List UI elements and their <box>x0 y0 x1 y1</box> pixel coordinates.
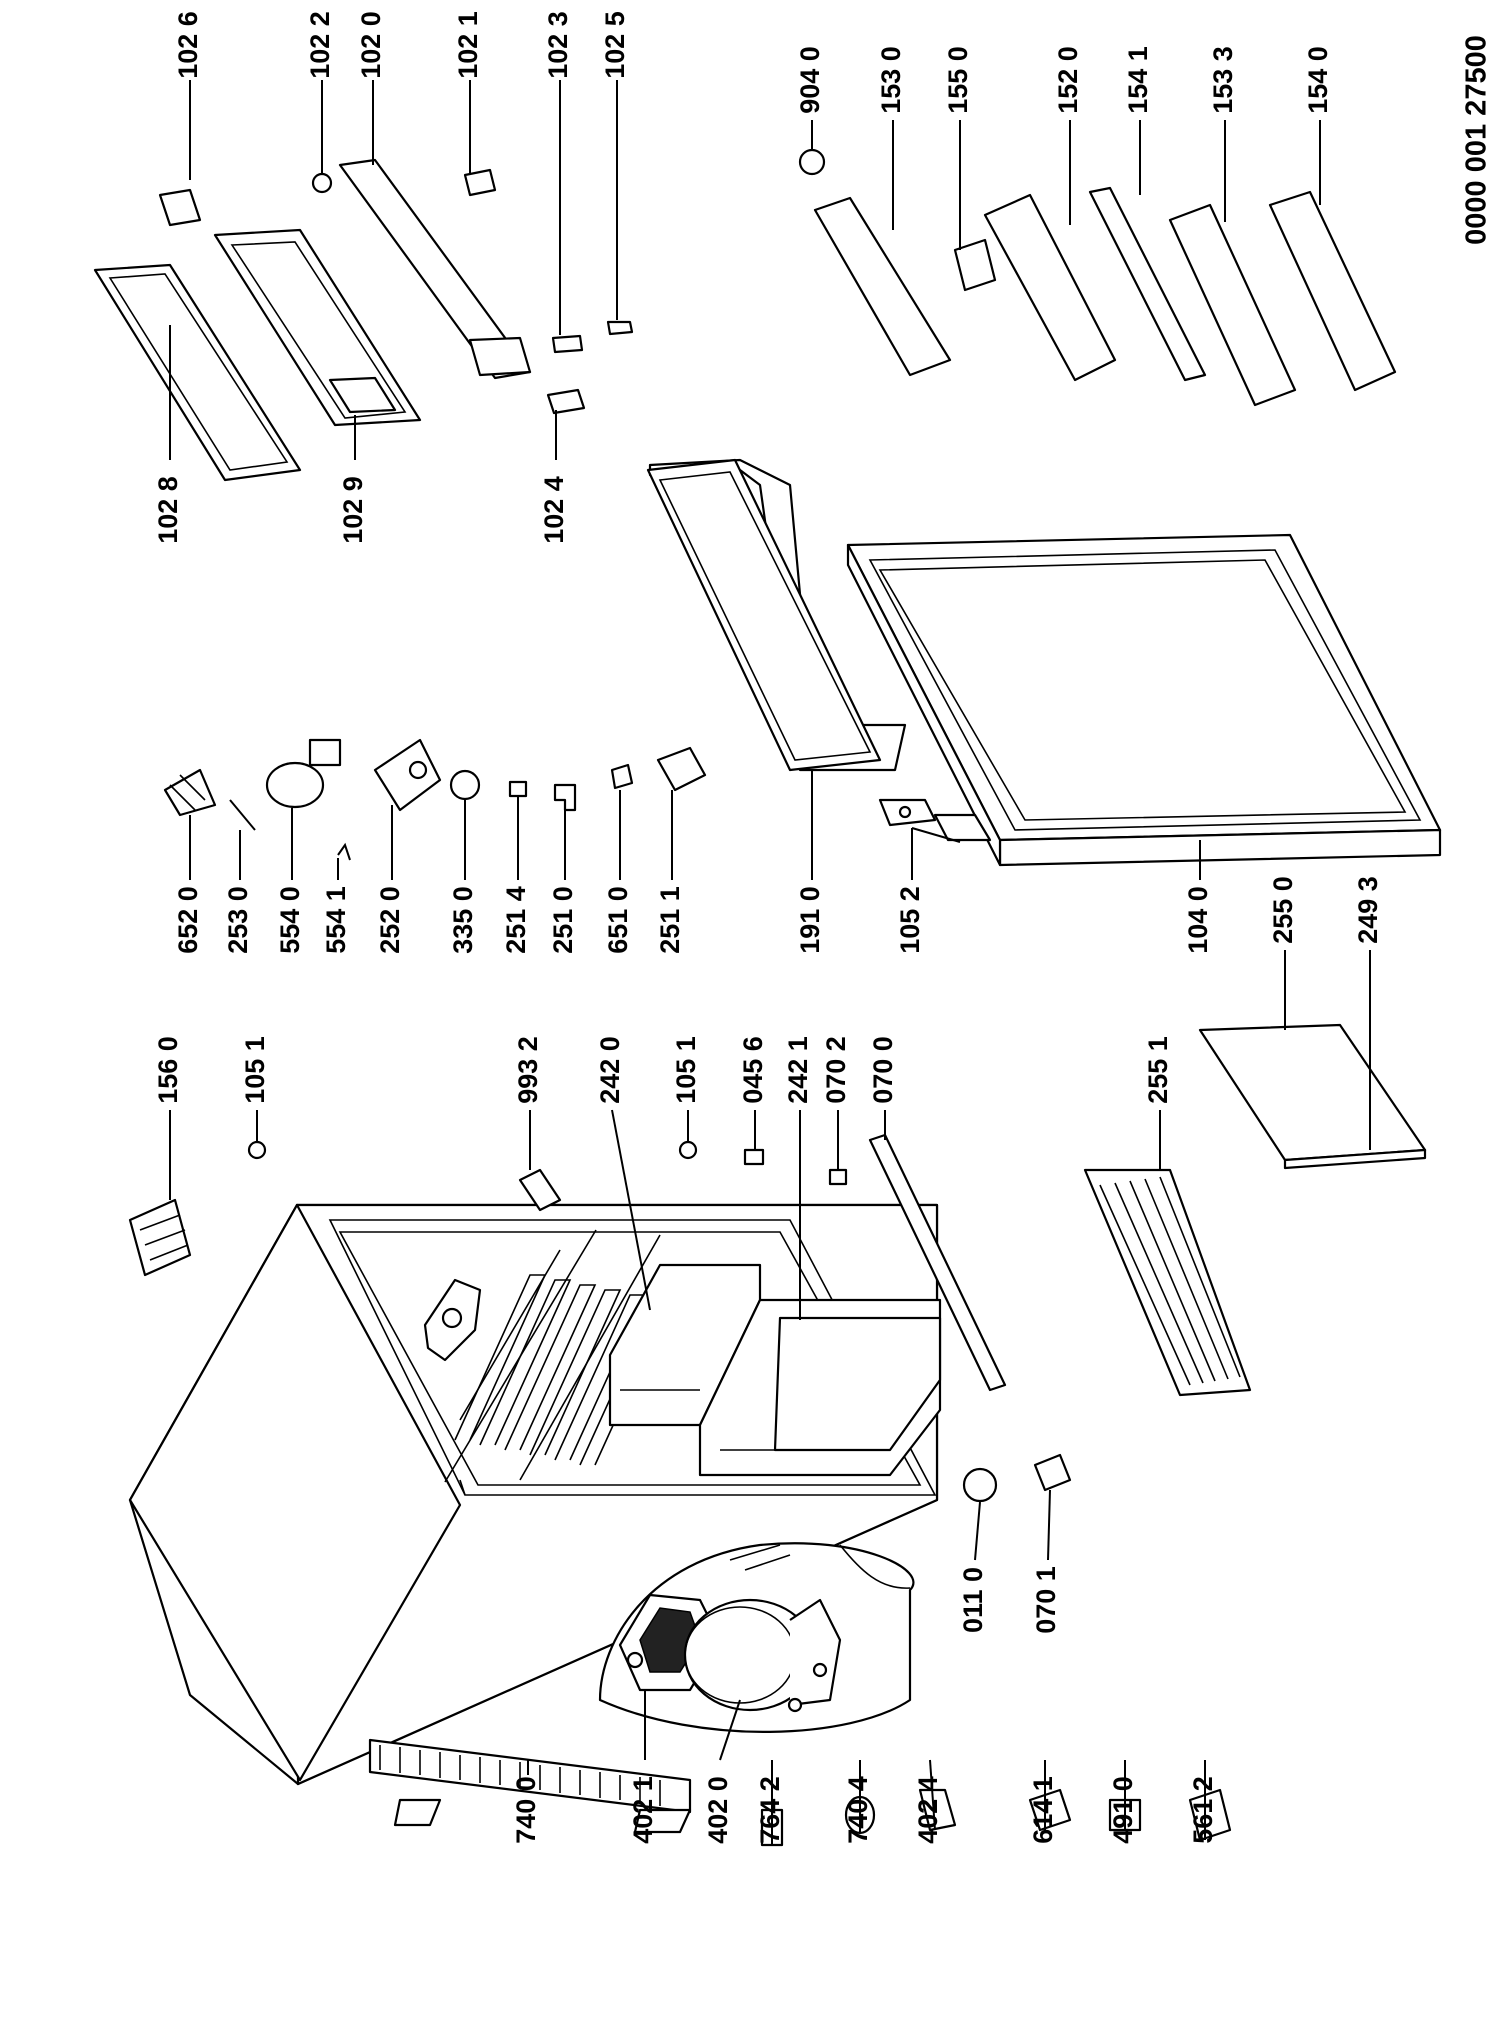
part-label: 652 0 <box>173 886 203 954</box>
part-label: 070 1 <box>1031 1566 1061 1634</box>
freezer-door-inner <box>213 228 422 427</box>
part-label: 102 1 <box>453 11 483 79</box>
part-label: 651 0 <box>603 886 633 954</box>
part-label: 252 0 <box>375 886 405 954</box>
part-label: 102 8 <box>153 476 183 544</box>
part-label: 491 0 <box>1108 1776 1138 1844</box>
part-label: 070 0 <box>868 1036 898 1104</box>
part-label: 251 1 <box>655 886 685 954</box>
ice-tray <box>128 1198 192 1277</box>
part-label: 102 6 <box>173 11 203 79</box>
document-number: 0000 001 27500 <box>1461 35 1493 245</box>
part-label: 153 3 <box>1208 46 1238 114</box>
door-panel <box>846 533 1442 867</box>
part-label: 402 0 <box>703 1776 733 1844</box>
part-label: 740 0 <box>511 1776 541 1844</box>
wire-shelf <box>1083 1168 1252 1397</box>
part-label: 251 0 <box>548 886 578 954</box>
part-label: 102 0 <box>356 11 386 79</box>
part-label: 070 2 <box>821 1036 851 1104</box>
part-label: 554 0 <box>275 886 305 954</box>
part-label: 156 0 <box>153 1036 183 1104</box>
compressor <box>683 1598 842 1713</box>
part-label: 153 0 <box>876 46 906 114</box>
crisper-boxes <box>608 1263 942 1477</box>
door-bins <box>798 148 1397 407</box>
part-label: 335 0 <box>448 886 478 954</box>
part-label: 554 1 <box>321 886 351 954</box>
compressor-area <box>598 1542 915 1733</box>
shelf-rail <box>868 1133 1007 1392</box>
freezer-flap <box>338 158 532 380</box>
part-label: 104 0 <box>1183 886 1213 954</box>
condenser-grille <box>368 1738 692 1834</box>
part-label: 904 0 <box>795 46 825 114</box>
part-label: 152 0 <box>1053 46 1083 114</box>
part-label: 102 3 <box>543 11 573 79</box>
part-label: 242 0 <box>595 1036 625 1104</box>
part-label: 154 0 <box>1303 46 1333 114</box>
part-label: 155 0 <box>943 46 973 114</box>
part-label: 102 2 <box>305 11 335 79</box>
part-label: 102 9 <box>338 476 368 544</box>
part-label: 242 1 <box>783 1036 813 1104</box>
part-label: 251 4 <box>501 886 531 954</box>
leader-lines <box>169 80 1371 1845</box>
glass-shelf <box>1198 1023 1427 1170</box>
part-label: 402 4 <box>913 1776 943 1844</box>
control-parts <box>163 738 707 861</box>
part-label: 255 1 <box>1143 1036 1173 1104</box>
part-label: 740 4 <box>843 1776 873 1844</box>
part-label: 045 6 <box>738 1036 768 1104</box>
part-label: 154 1 <box>1123 46 1153 114</box>
part-number-labels: 102 6 102 2 102 0 102 1 102 3 102 5 102 8 102 9… <box>153 11 1493 1844</box>
small-freezer-parts <box>158 168 634 415</box>
part-label: 402 1 <box>628 1776 658 1844</box>
door-hinge <box>878 798 992 842</box>
door-gasket <box>646 458 907 772</box>
part-label: 102 4 <box>539 476 569 544</box>
part-label: 011 0 <box>958 1567 988 1633</box>
part-label: 764 2 <box>755 1776 785 1844</box>
part-label: 993 2 <box>513 1036 543 1104</box>
part-label: 614 1 <box>1028 1776 1058 1844</box>
cabinet-body <box>128 1203 942 1834</box>
freezer-door-seal <box>93 263 302 482</box>
thermostat-housing <box>423 1278 482 1362</box>
part-label: 249 3 <box>1353 876 1383 944</box>
part-label: 255 0 <box>1268 876 1298 944</box>
part-label: 253 0 <box>223 886 253 954</box>
part-label: 191 0 <box>795 886 825 954</box>
part-label: 102 5 <box>600 11 630 79</box>
part-label: 561 2 <box>1188 1776 1218 1844</box>
part-label: 105 1 <box>671 1036 701 1104</box>
part-label: 105 1 <box>240 1036 270 1104</box>
part-label: 105 2 <box>895 886 925 954</box>
